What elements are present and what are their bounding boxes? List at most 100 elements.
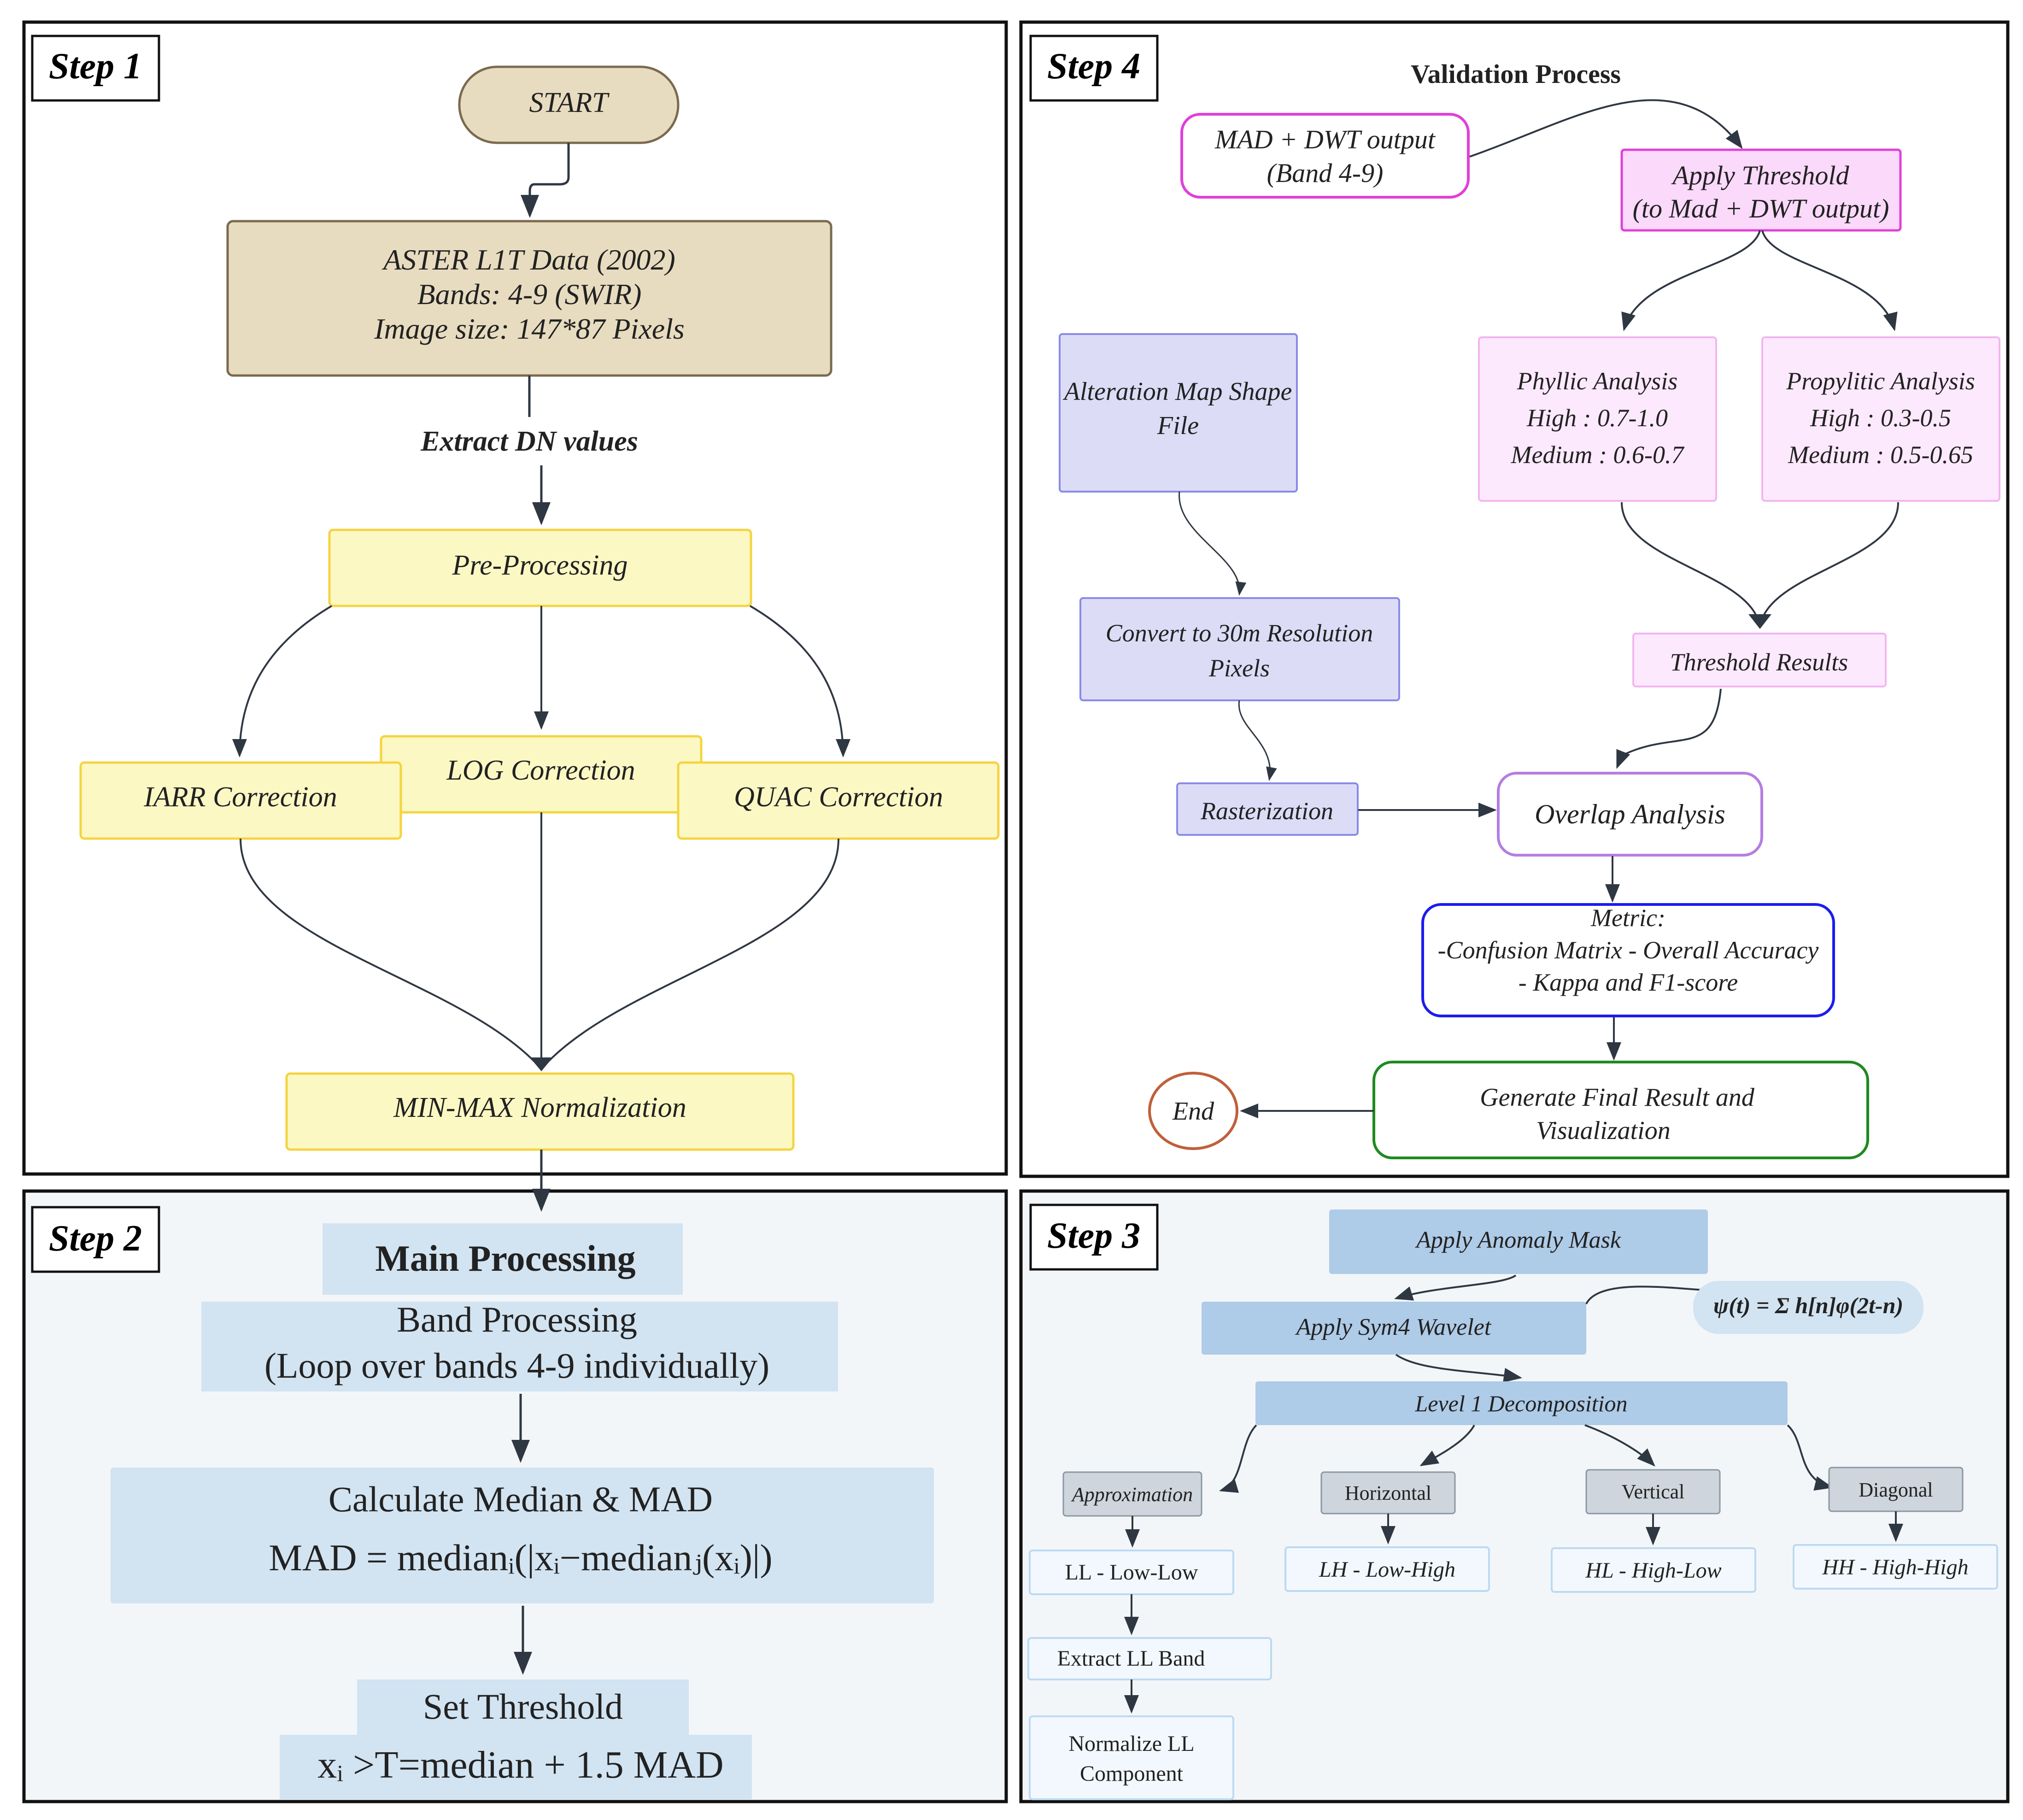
hh-node: HH - High-High [1793, 1544, 1998, 1590]
arrow-level1-vertical [1584, 1424, 1655, 1467]
svg-text:Extract LL Band: Extract LL Band [1057, 1646, 1205, 1671]
svg-text:Generate Final Result and: Generate Final Result and [1480, 1083, 1755, 1112]
svg-text:Vertical: Vertical [1622, 1480, 1685, 1503]
svg-text:(to Mad + DWT output): (to Mad + DWT output) [1633, 194, 1889, 223]
aster-data-node: ASTER L1T Data (2002) Bands: 4-9 (SWIR) … [226, 220, 833, 377]
minmax-normalization-node: MIN-MAX Normalization [285, 1072, 795, 1151]
arrow-level1-diagonal [1787, 1424, 1833, 1491]
vertical-node: Vertical [1585, 1469, 1721, 1515]
svg-text:- Kappa and F1-score: - Kappa and F1-score [1519, 969, 1738, 996]
svg-text:MAD = medianᵢ(|xᵢ−medianⱼ(xᵢ)|: MAD = medianᵢ(|xᵢ−medianⱼ(xᵢ)|) [269, 1537, 773, 1579]
step4-label: Step 4 [1029, 35, 1159, 102]
apply-anomaly-mask-node: Apply Anomaly Mask [1329, 1209, 1708, 1274]
arrowhead-minmax [530, 1057, 553, 1071]
arrowhead-results [1748, 614, 1771, 629]
arrow-start-aster [521, 143, 570, 218]
svg-text:Step 3: Step 3 [1047, 1215, 1140, 1256]
svg-text:Diagonal: Diagonal [1859, 1479, 1933, 1501]
propylitic-analysis-node: Propylitic Analysis High : 0.3-0.5 Mediu… [1761, 336, 2000, 502]
generate-final-node: Generate Final Result and Visualization [1372, 1061, 1869, 1159]
svg-text:xᵢ >T=median + 1.5 MAD: xᵢ >T=median + 1.5 MAD [317, 1744, 723, 1786]
alteration-map-node: Alteration Map Shape File [1059, 333, 1298, 493]
arrow-anomaly-sym4 [1394, 1274, 1517, 1301]
svg-text:Bands: 4-9 (SWIR): Bands: 4-9 (SWIR) [417, 278, 642, 311]
svg-text:Medium : 0.6-0.7: Medium : 0.6-0.7 [1511, 441, 1685, 469]
svg-text:Threshold Results: Threshold Results [1670, 648, 1848, 676]
svg-text:Horizontal: Horizontal [1345, 1482, 1431, 1504]
arrow-results-overlap [1616, 688, 1722, 769]
svg-text:Rasterization: Rasterization [1200, 797, 1333, 825]
svg-text:HH - High-High: HH - High-High [1822, 1555, 1968, 1579]
svg-text:Visualization: Visualization [1536, 1116, 1670, 1145]
svg-text:ASTER L1T Data (2002): ASTER L1T Data (2002) [381, 243, 675, 276]
svg-text:LH - Low-High: LH - Low-High [1319, 1557, 1455, 1582]
svg-text:Propylitic Analysis: Propylitic Analysis [1786, 367, 1975, 395]
quac-correction-node: QUAC Correction [677, 761, 1000, 840]
svg-text:Apply Threshold: Apply Threshold [1671, 160, 1850, 190]
ll-node: LL - Low-Low [1029, 1550, 1234, 1595]
svg-text:Main Processing: Main Processing [375, 1239, 635, 1279]
arrow-alteration-convert [1179, 491, 1247, 596]
svg-text:QUAC Correction: QUAC Correction [734, 781, 943, 813]
svg-text:Medium : 0.5-0.65: Medium : 0.5-0.65 [1788, 441, 1973, 469]
horizontal-node: Horizontal [1320, 1471, 1456, 1515]
arrow-iarr-minmax [240, 838, 542, 1070]
svg-text:ψ(t) = Σ h[n]φ(2t-n): ψ(t) = Σ h[n]φ(2t-n) [1713, 1292, 1903, 1318]
svg-text:(Band 4-9): (Band 4-9) [1267, 158, 1384, 188]
step2-label: Step 2 [31, 1206, 160, 1273]
approximation-node: Approximation [1062, 1471, 1202, 1517]
svg-text:LOG Correction: LOG Correction [446, 755, 635, 786]
svg-text:High : 0.7-1.0: High : 0.7-1.0 [1526, 404, 1668, 432]
svg-text:(Loop over bands 4-9 individua: (Loop over bands 4-9 individually) [264, 1345, 769, 1386]
main-processing-node: Main Processing [323, 1223, 683, 1295]
svg-text:Phyllic Analysis: Phyllic Analysis [1517, 367, 1677, 395]
start-node: START [458, 65, 680, 144]
svg-text:-Confusion Matrix - Overall Ac: -Confusion Matrix - Overall Accuracy [1438, 936, 1819, 964]
median-mad-node: Calculate Median & MAD MAD = medianᵢ(|xᵢ… [111, 1468, 934, 1603]
arrow-convert-raster [1238, 700, 1277, 781]
svg-text:End: End [1172, 1097, 1214, 1126]
step3-label: Step 3 [1029, 1204, 1159, 1271]
arrow-level1-horizontal [1419, 1425, 1475, 1466]
svg-text:Component: Component [1080, 1761, 1184, 1786]
overlap-analysis-node: Overlap Analysis [1497, 772, 1763, 857]
svg-text:IARR Correction: IARR Correction [143, 781, 337, 813]
apply-sym4-node: Apply Sym4 Wavelet [1202, 1302, 1586, 1355]
svg-text:Level 1 Decomposition: Level 1 Decomposition [1414, 1391, 1627, 1416]
svg-text:Set Threshold: Set Threshold [423, 1686, 623, 1726]
arrow-level1-approx [1219, 1424, 1257, 1493]
extract-dn-label: Extract DN values [420, 426, 638, 457]
svg-text:MAD + DWT output: MAD + DWT output [1214, 124, 1436, 154]
svg-text:START: START [529, 87, 610, 118]
arrow-threshold-phyllic [1621, 230, 1761, 331]
svg-text:Pixels: Pixels [1208, 654, 1270, 682]
svg-text:HL - High-Low: HL - High-Low [1585, 1558, 1721, 1583]
lh-node: LH - Low-High [1284, 1546, 1490, 1592]
svg-text:Pre-Processing: Pre-Processing [452, 550, 627, 581]
band-processing-node: Band Processing (Loop over bands 4-9 ind… [201, 1299, 838, 1391]
svg-text:Band Processing: Band Processing [397, 1299, 637, 1339]
svg-text:Convert to 30m Resolution: Convert to 30m Resolution [1106, 619, 1373, 647]
svg-text:Apply Sym4 Wavelet: Apply Sym4 Wavelet [1295, 1314, 1492, 1340]
hl-node: HL - High-Low [1551, 1547, 1756, 1593]
mad-dwt-output-node: MAD + DWT output (Band 4-9) [1180, 113, 1470, 199]
apply-threshold-node: Apply Threshold (to Mad + DWT output) [1620, 148, 1902, 232]
svg-text:Step 1: Step 1 [49, 46, 142, 87]
svg-text:Metric:: Metric: [1590, 904, 1665, 932]
arrow-preproc-quac [749, 605, 850, 757]
svg-text:Normalize LL: Normalize LL [1068, 1732, 1194, 1756]
phyllic-analysis-node: Phyllic Analysis High : 0.7-1.0 Medium :… [1478, 336, 1717, 502]
svg-text:MIN-MAX Normalization: MIN-MAX Normalization [393, 1092, 686, 1123]
preprocessing-node: Pre-Processing [328, 528, 752, 607]
log-correction-node: LOG Correction [380, 735, 703, 814]
arrow-sym4-level1 [1395, 1354, 1522, 1383]
arrow-phyllic-results [1621, 502, 1761, 627]
arrow-threshold-propylitic [1761, 230, 1898, 331]
svg-text:Alteration Map Shape: Alteration Map Shape [1062, 377, 1292, 406]
svg-text:LL - Low-Low: LL - Low-Low [1065, 1560, 1198, 1585]
rasterization-node: Rasterization [1176, 782, 1359, 836]
link-sym4-formula [1585, 1286, 1705, 1304]
svg-text:Approximation: Approximation [1071, 1483, 1193, 1506]
svg-text:High : 0.3-0.5: High : 0.3-0.5 [1810, 404, 1951, 432]
svg-text:Overlap Analysis: Overlap Analysis [1535, 799, 1725, 829]
